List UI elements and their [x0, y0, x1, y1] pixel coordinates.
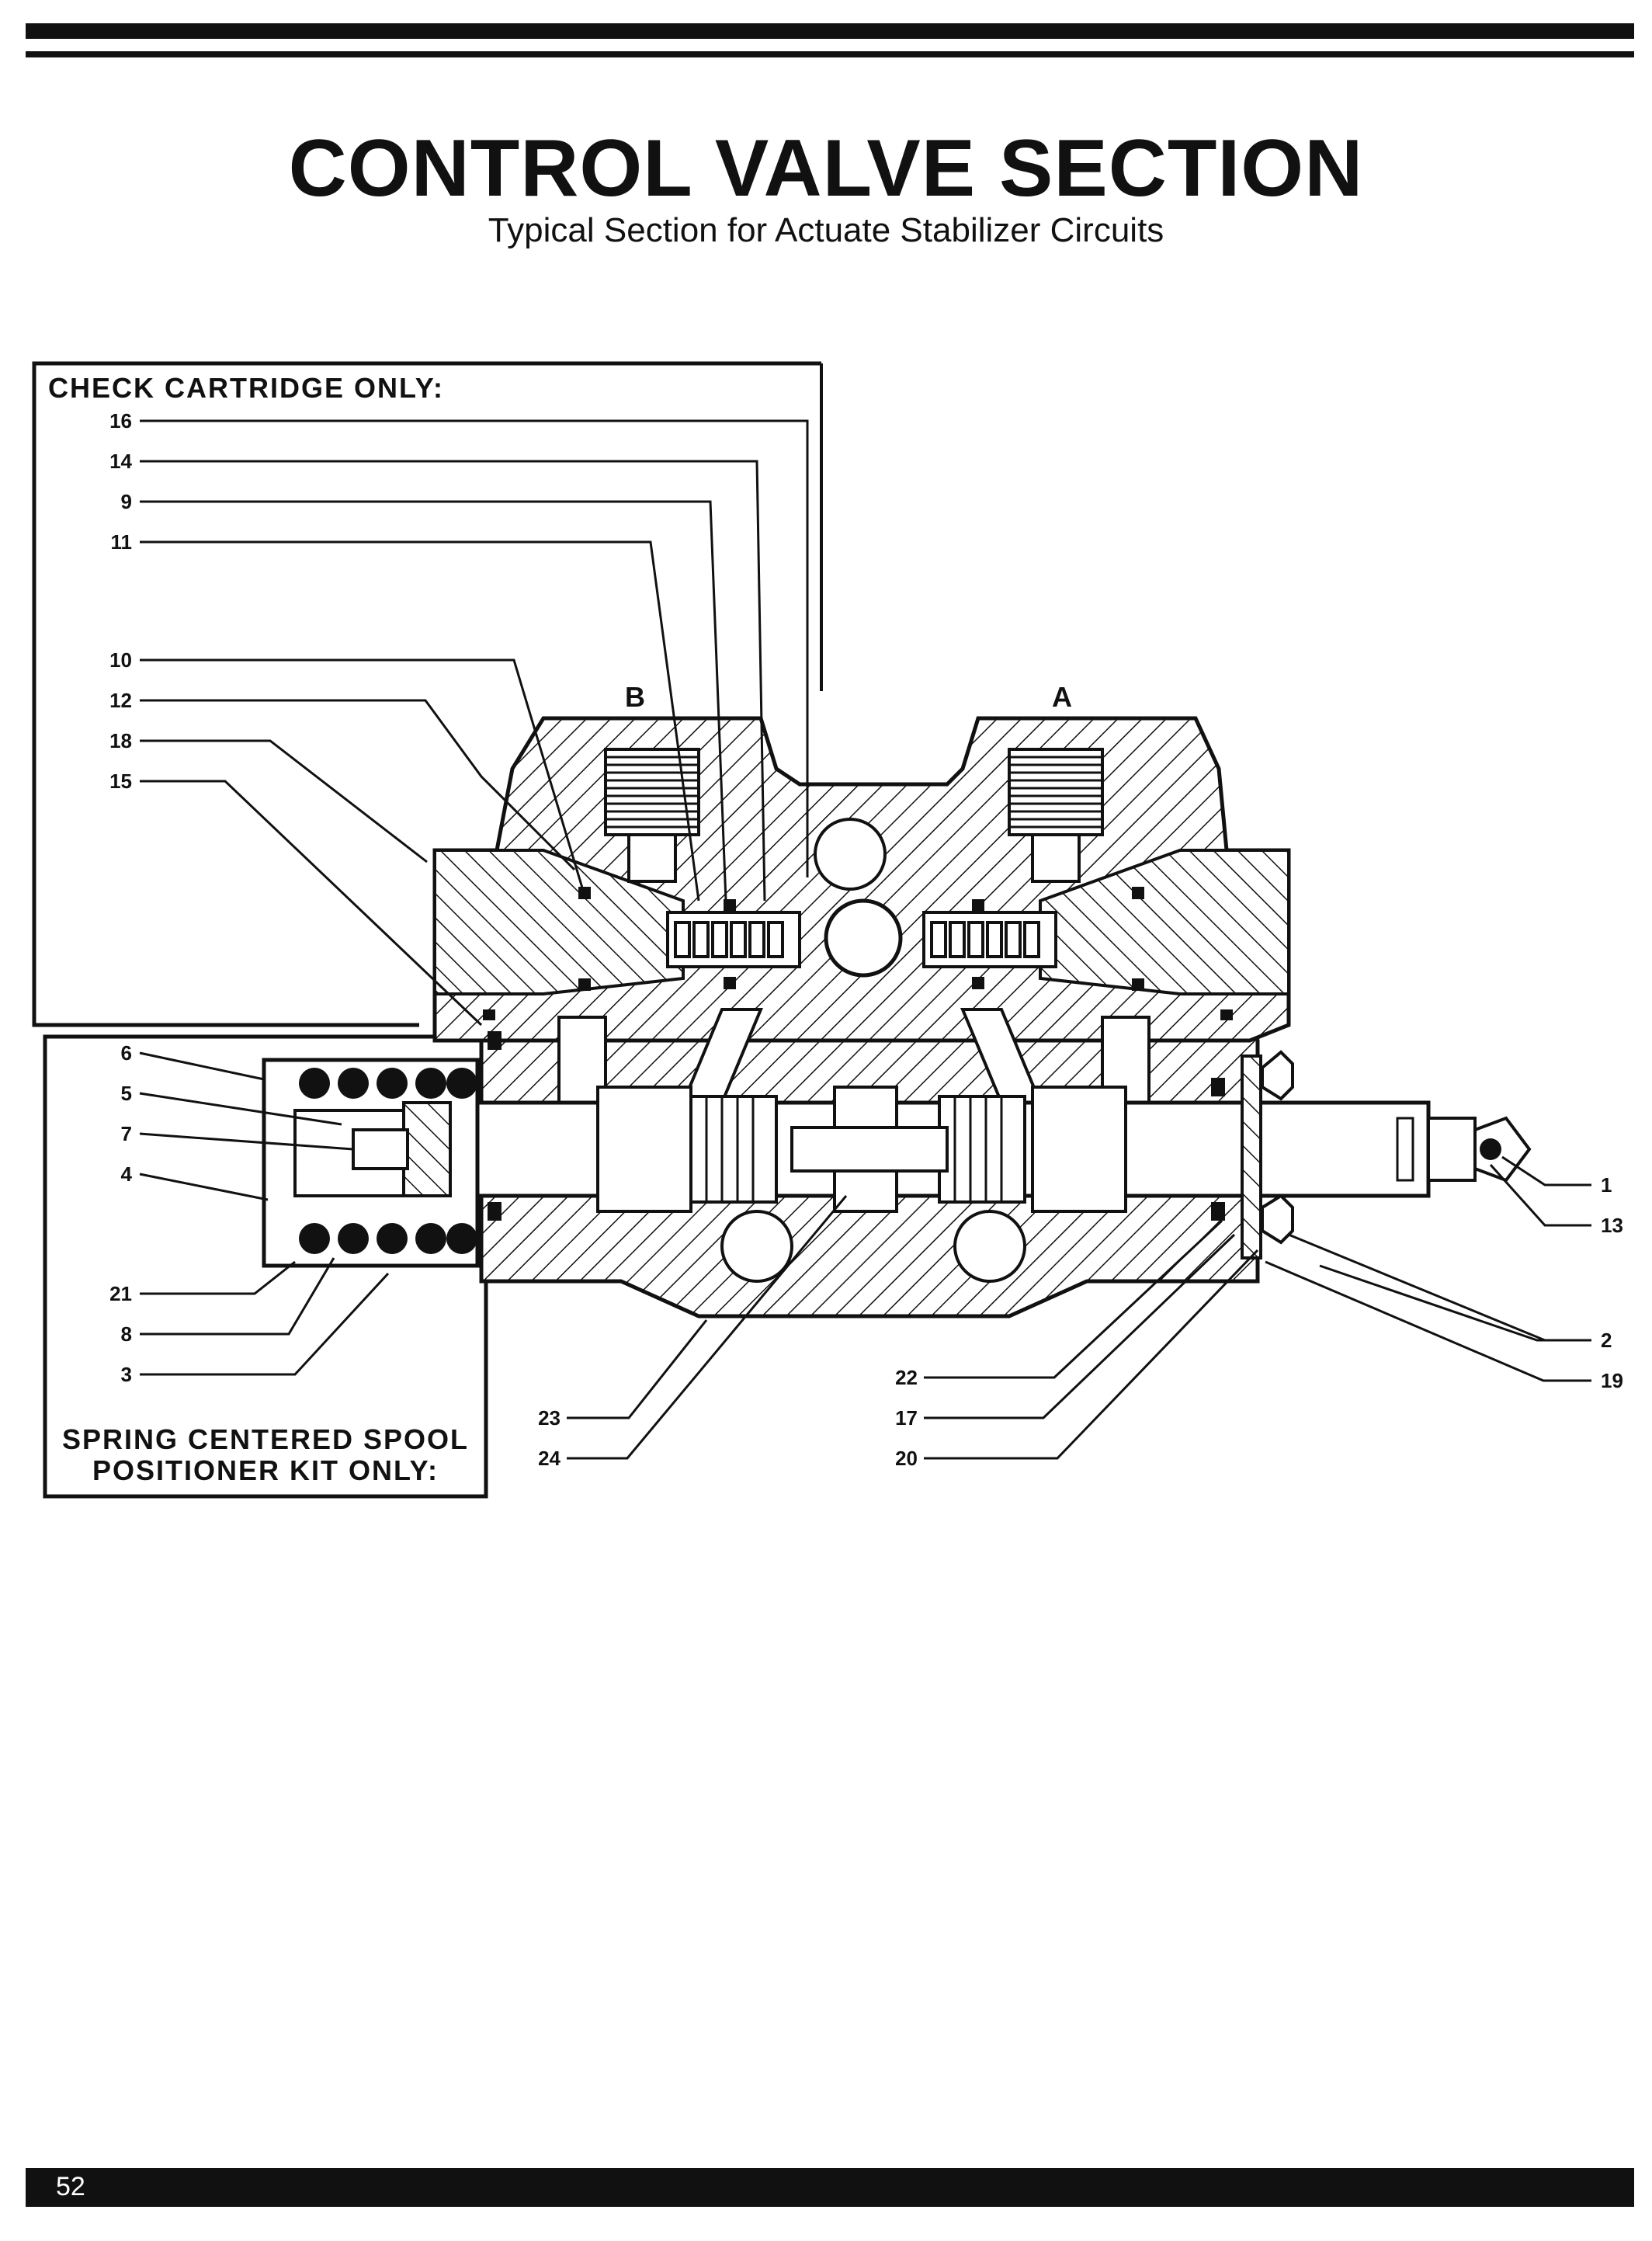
- header-rule-thin: [26, 51, 1634, 57]
- callout-labels: 16 14 9 11 10 12 18 15 6 5 7 4 21 8 3 23…: [109, 409, 1623, 1470]
- callout-8: 8: [121, 1322, 132, 1346]
- callout-14: 14: [109, 450, 132, 473]
- callout-16: 16: [109, 409, 132, 433]
- callout-13: 13: [1601, 1214, 1623, 1237]
- callout-22: 22: [895, 1366, 918, 1389]
- page-number: 52: [56, 2172, 85, 2201]
- callout-3: 3: [121, 1363, 132, 1386]
- callout-20: 20: [895, 1447, 918, 1470]
- callout-15: 15: [109, 770, 132, 793]
- callout-2: 2: [1601, 1329, 1612, 1352]
- callout-11: 11: [111, 530, 133, 554]
- check-cartridge-title: CHECK CARTRIDGE ONLY:: [48, 372, 444, 404]
- callout-9: 9: [121, 490, 132, 513]
- port-b-label: B: [625, 681, 645, 713]
- callout-1: 1: [1601, 1173, 1612, 1197]
- callout-7: 7: [121, 1122, 132, 1145]
- callout-5: 5: [121, 1082, 132, 1105]
- check-cartridge-box: CHECK CARTRIDGE ONLY:: [32, 361, 823, 1027]
- callout-18: 18: [109, 729, 132, 752]
- callout-23: 23: [538, 1406, 560, 1430]
- callout-6: 6: [121, 1041, 132, 1065]
- header-rule-thick: [26, 23, 1634, 39]
- callout-21: 21: [109, 1282, 132, 1305]
- page-subtitle: Typical Section for Actuate Stabilizer C…: [488, 211, 1164, 249]
- callout-24: 24: [538, 1447, 560, 1470]
- spring-kit-title-line2: POSITIONER KIT ONLY:: [92, 1454, 439, 1486]
- spool: [417, 1050, 1532, 1259]
- port-a-label: A: [1052, 681, 1072, 713]
- spring-kit-title-line1: SPRING CENTERED SPOOL: [62, 1423, 469, 1455]
- valve-body: [432, 716, 1291, 1319]
- footer-bar: [26, 2168, 1634, 2207]
- page-title: CONTROL VALVE SECTION: [288, 123, 1364, 214]
- spring-positioner: [262, 1058, 480, 1268]
- callout-4: 4: [121, 1162, 133, 1186]
- callout-12: 12: [109, 689, 132, 712]
- callout-10: 10: [109, 648, 132, 672]
- callout-17: 17: [895, 1406, 918, 1430]
- leader-lines: [139, 419, 1591, 1460]
- callout-19: 19: [1601, 1369, 1623, 1392]
